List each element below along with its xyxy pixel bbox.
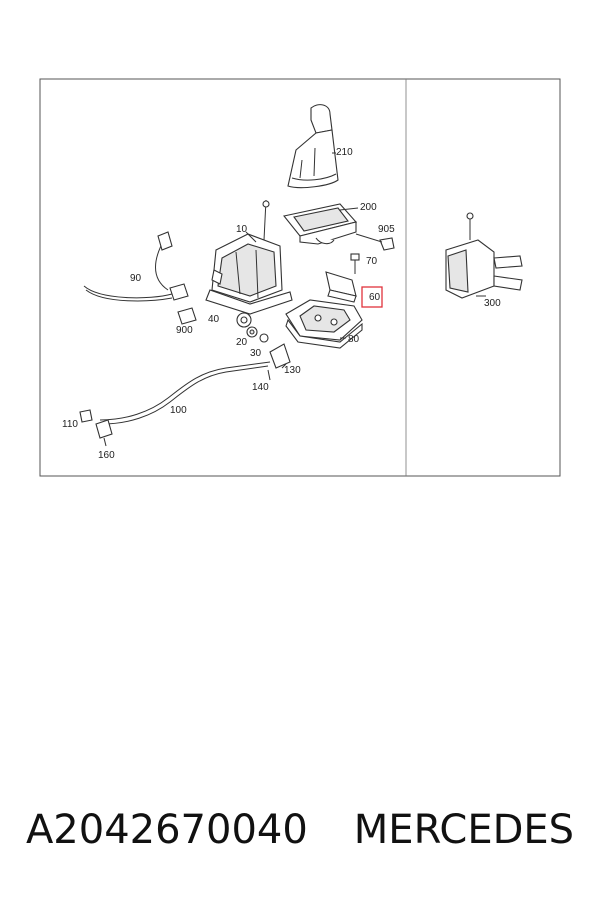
connector-900-part	[177, 307, 197, 325]
shifter-housing-part	[205, 199, 293, 315]
callout-900: 900	[176, 325, 193, 336]
shift-boot-part	[287, 104, 339, 189]
shift-cable-100-part	[99, 361, 271, 425]
base-plate-80-part	[285, 299, 363, 349]
callout-130: 130	[284, 365, 301, 376]
clip-905-part	[379, 237, 395, 251]
callout-80: 80	[348, 334, 360, 345]
callout-160: 160	[98, 450, 115, 461]
part-number: A2042670040	[25, 807, 308, 853]
callout-905: 905	[378, 224, 395, 235]
callout-200: 200	[360, 202, 377, 213]
callout-210: 210	[336, 147, 353, 158]
callout-110: 110	[62, 419, 78, 430]
trim-frame-part	[283, 203, 358, 245]
callout-70: 70	[366, 256, 378, 267]
selector-module-300-part	[445, 212, 523, 299]
caption: A2042670040 MERCEDES	[0, 800, 600, 860]
washer-20-part	[246, 326, 258, 338]
bushing-40-part	[236, 312, 252, 328]
callout-140: 140	[252, 382, 269, 393]
callout-300: 300	[484, 298, 501, 309]
callout-30: 30	[250, 348, 262, 359]
ring-30-part	[259, 333, 269, 343]
callout-60: 60	[369, 292, 381, 303]
cable-end-130-part	[269, 343, 291, 369]
pin-140-part	[267, 369, 271, 381]
end-cap-110-part	[79, 409, 93, 423]
brand-name: MERCEDES	[353, 807, 575, 853]
callout-40: 40	[208, 314, 220, 325]
diagram-frame	[39, 78, 561, 477]
parts-diagram: 210 200 905 10 90 900	[39, 78, 561, 477]
callout-10: 10	[236, 224, 248, 235]
fitting-160-part	[95, 419, 113, 447]
callout-90: 90	[130, 273, 142, 284]
callout-20: 20	[236, 337, 248, 348]
bracket-60-part	[325, 271, 357, 303]
highlight-box-60	[361, 286, 383, 308]
cable-90-part	[83, 231, 189, 302]
callout-100: 100	[170, 405, 187, 416]
bolt-70-part	[350, 253, 360, 274]
